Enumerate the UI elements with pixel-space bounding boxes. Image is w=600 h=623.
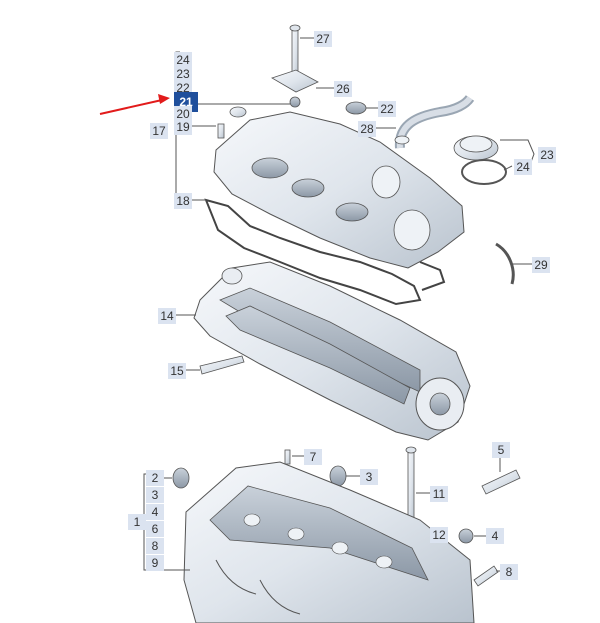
callout-15[interactable]: 15 [168,363,186,379]
callout-23[interactable]: 23 [538,147,556,163]
callout-12[interactable]: 12 [430,527,448,543]
highlight-arrow [99,94,170,115]
cylinder-head-part [183,461,475,623]
cylinder-head-cover-part [213,111,465,269]
stud-8-part [473,565,499,587]
callout-1[interactable]: 1 [128,514,146,530]
callout-26[interactable]: 26 [334,81,352,97]
camshaft-housing-14-part [193,261,471,441]
callout-8-left[interactable]: 8 [146,538,164,554]
callout-4-left[interactable]: 4 [146,504,164,520]
callout-6[interactable]: 6 [146,521,164,537]
gasket-18-part [204,198,422,306]
bolt-19-part [217,123,225,139]
callout-27[interactable]: 27 [314,31,332,47]
callout-20[interactable]: 20 [174,106,192,122]
plug-4-part [458,528,474,544]
callout-19[interactable]: 19 [174,119,192,135]
oil-filler-cap-part [453,135,507,185]
callout-8[interactable]: 8 [500,564,518,580]
nut-part [289,96,301,108]
callout-7[interactable]: 7 [304,449,322,465]
callout-28[interactable]: 28 [358,121,376,137]
callout-23-top[interactable]: 23 [174,66,192,82]
dowel-7-part [284,449,291,465]
seal-22-part [345,101,367,115]
callout-3-right[interactable]: 3 [360,469,378,485]
callout-24[interactable]: 24 [514,159,532,175]
pin-15-part [199,355,245,375]
callout-4[interactable]: 4 [486,528,504,544]
sleeve-5-part [481,469,521,495]
seal-20-part [229,106,247,118]
callout-22[interactable]: 22 [378,101,396,117]
callout-11[interactable]: 11 [430,486,448,502]
callout-29[interactable]: 29 [532,257,550,273]
seal-29-part [495,242,515,285]
callout-5[interactable]: 5 [492,442,510,458]
plug-2-part [172,467,190,489]
callout-9[interactable]: 9 [146,555,164,571]
callout-3[interactable]: 3 [146,487,164,503]
callout-24-top[interactable]: 24 [174,52,192,68]
callout-18[interactable]: 18 [174,193,192,209]
callout-2[interactable]: 2 [146,470,164,486]
bracket-26-part [271,69,334,93]
callout-14[interactable]: 14 [158,308,176,324]
callout-17[interactable]: 17 [150,123,168,139]
